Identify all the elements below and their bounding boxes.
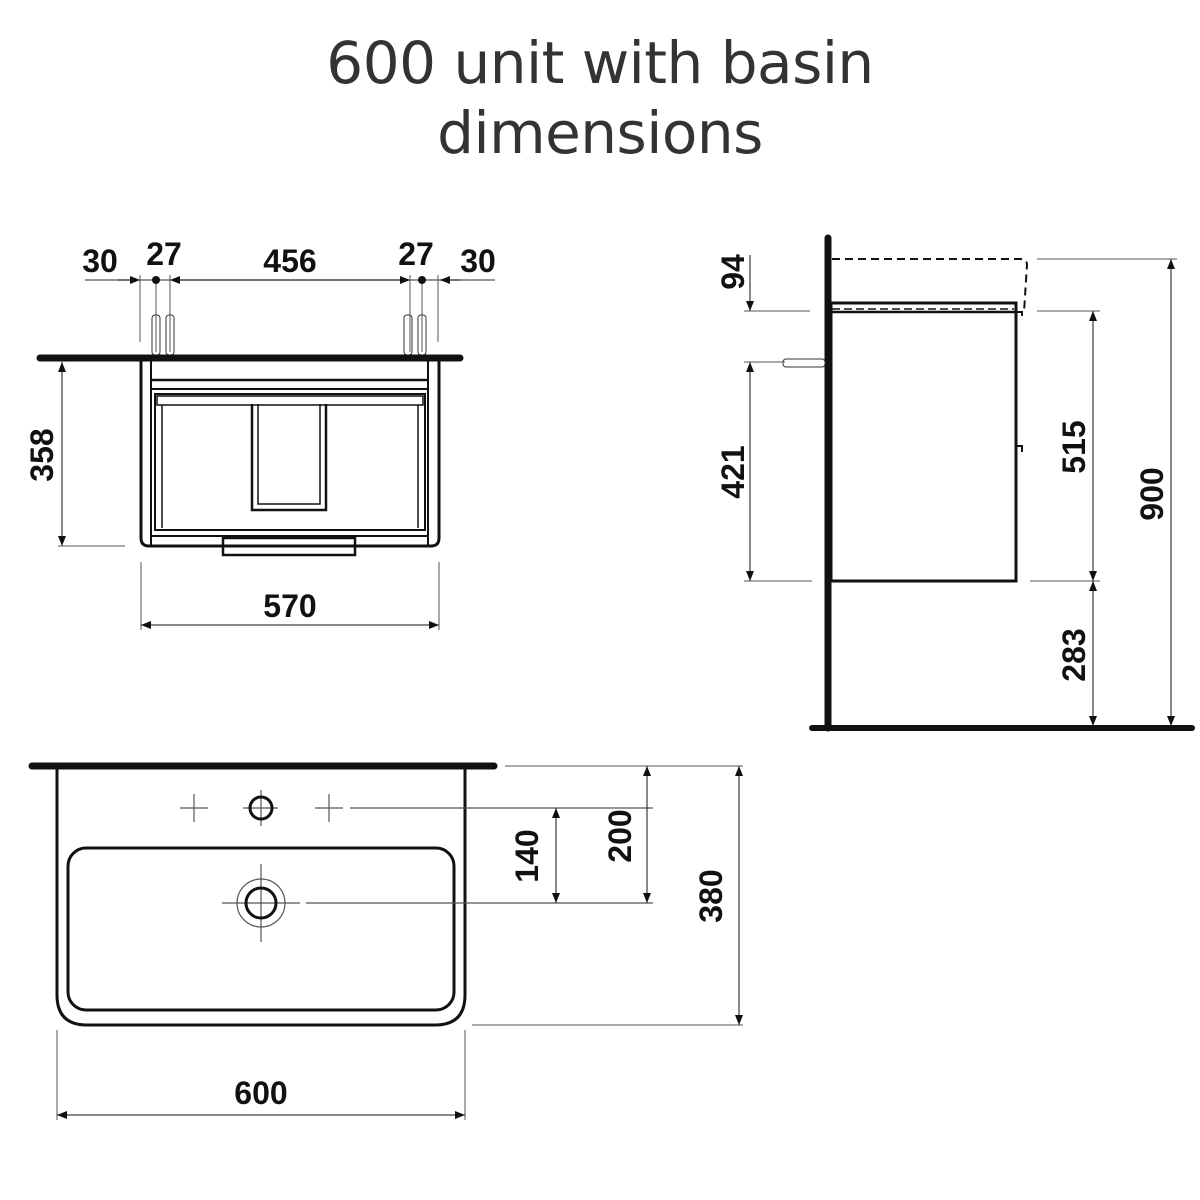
dim-left-edge: 30 [82, 243, 118, 279]
dim-front-width: 570 [263, 588, 316, 624]
dim-basin-width: 600 [234, 1075, 287, 1111]
side-view-labels: 94 421 515 283 900 [715, 254, 1170, 682]
dim-fixing-height: 421 [715, 445, 751, 498]
dim-center-span: 456 [263, 243, 316, 279]
dim-left-hole-spacing: 27 [146, 236, 182, 272]
dim-wall-to-waste: 200 [602, 809, 638, 862]
front-view-labels: 30 27 456 27 30 358 570 [24, 236, 496, 624]
dim-unit-height: 515 [1056, 420, 1092, 473]
basin-top-view-labels: 140 200 380 600 [234, 809, 729, 1111]
dim-basin-depth: 380 [693, 869, 729, 922]
dim-total-height: 900 [1134, 467, 1170, 520]
title-line-2: dimensions [437, 99, 763, 167]
front-view [36, 275, 495, 630]
page-title: 600 unit with basin dimensions [0, 28, 1200, 168]
dim-tap-to-waste: 140 [509, 829, 545, 882]
dim-right-edge: 30 [460, 243, 496, 279]
dim-basin-height: 94 [715, 254, 751, 290]
title-line-1: 600 unit with basin [326, 29, 874, 97]
dim-floor-clearance: 283 [1056, 628, 1092, 681]
dim-front-height: 358 [24, 428, 60, 481]
basin-top-view [28, 762, 743, 1120]
dim-right-hole-spacing: 27 [398, 236, 434, 272]
side-view [744, 234, 1195, 732]
